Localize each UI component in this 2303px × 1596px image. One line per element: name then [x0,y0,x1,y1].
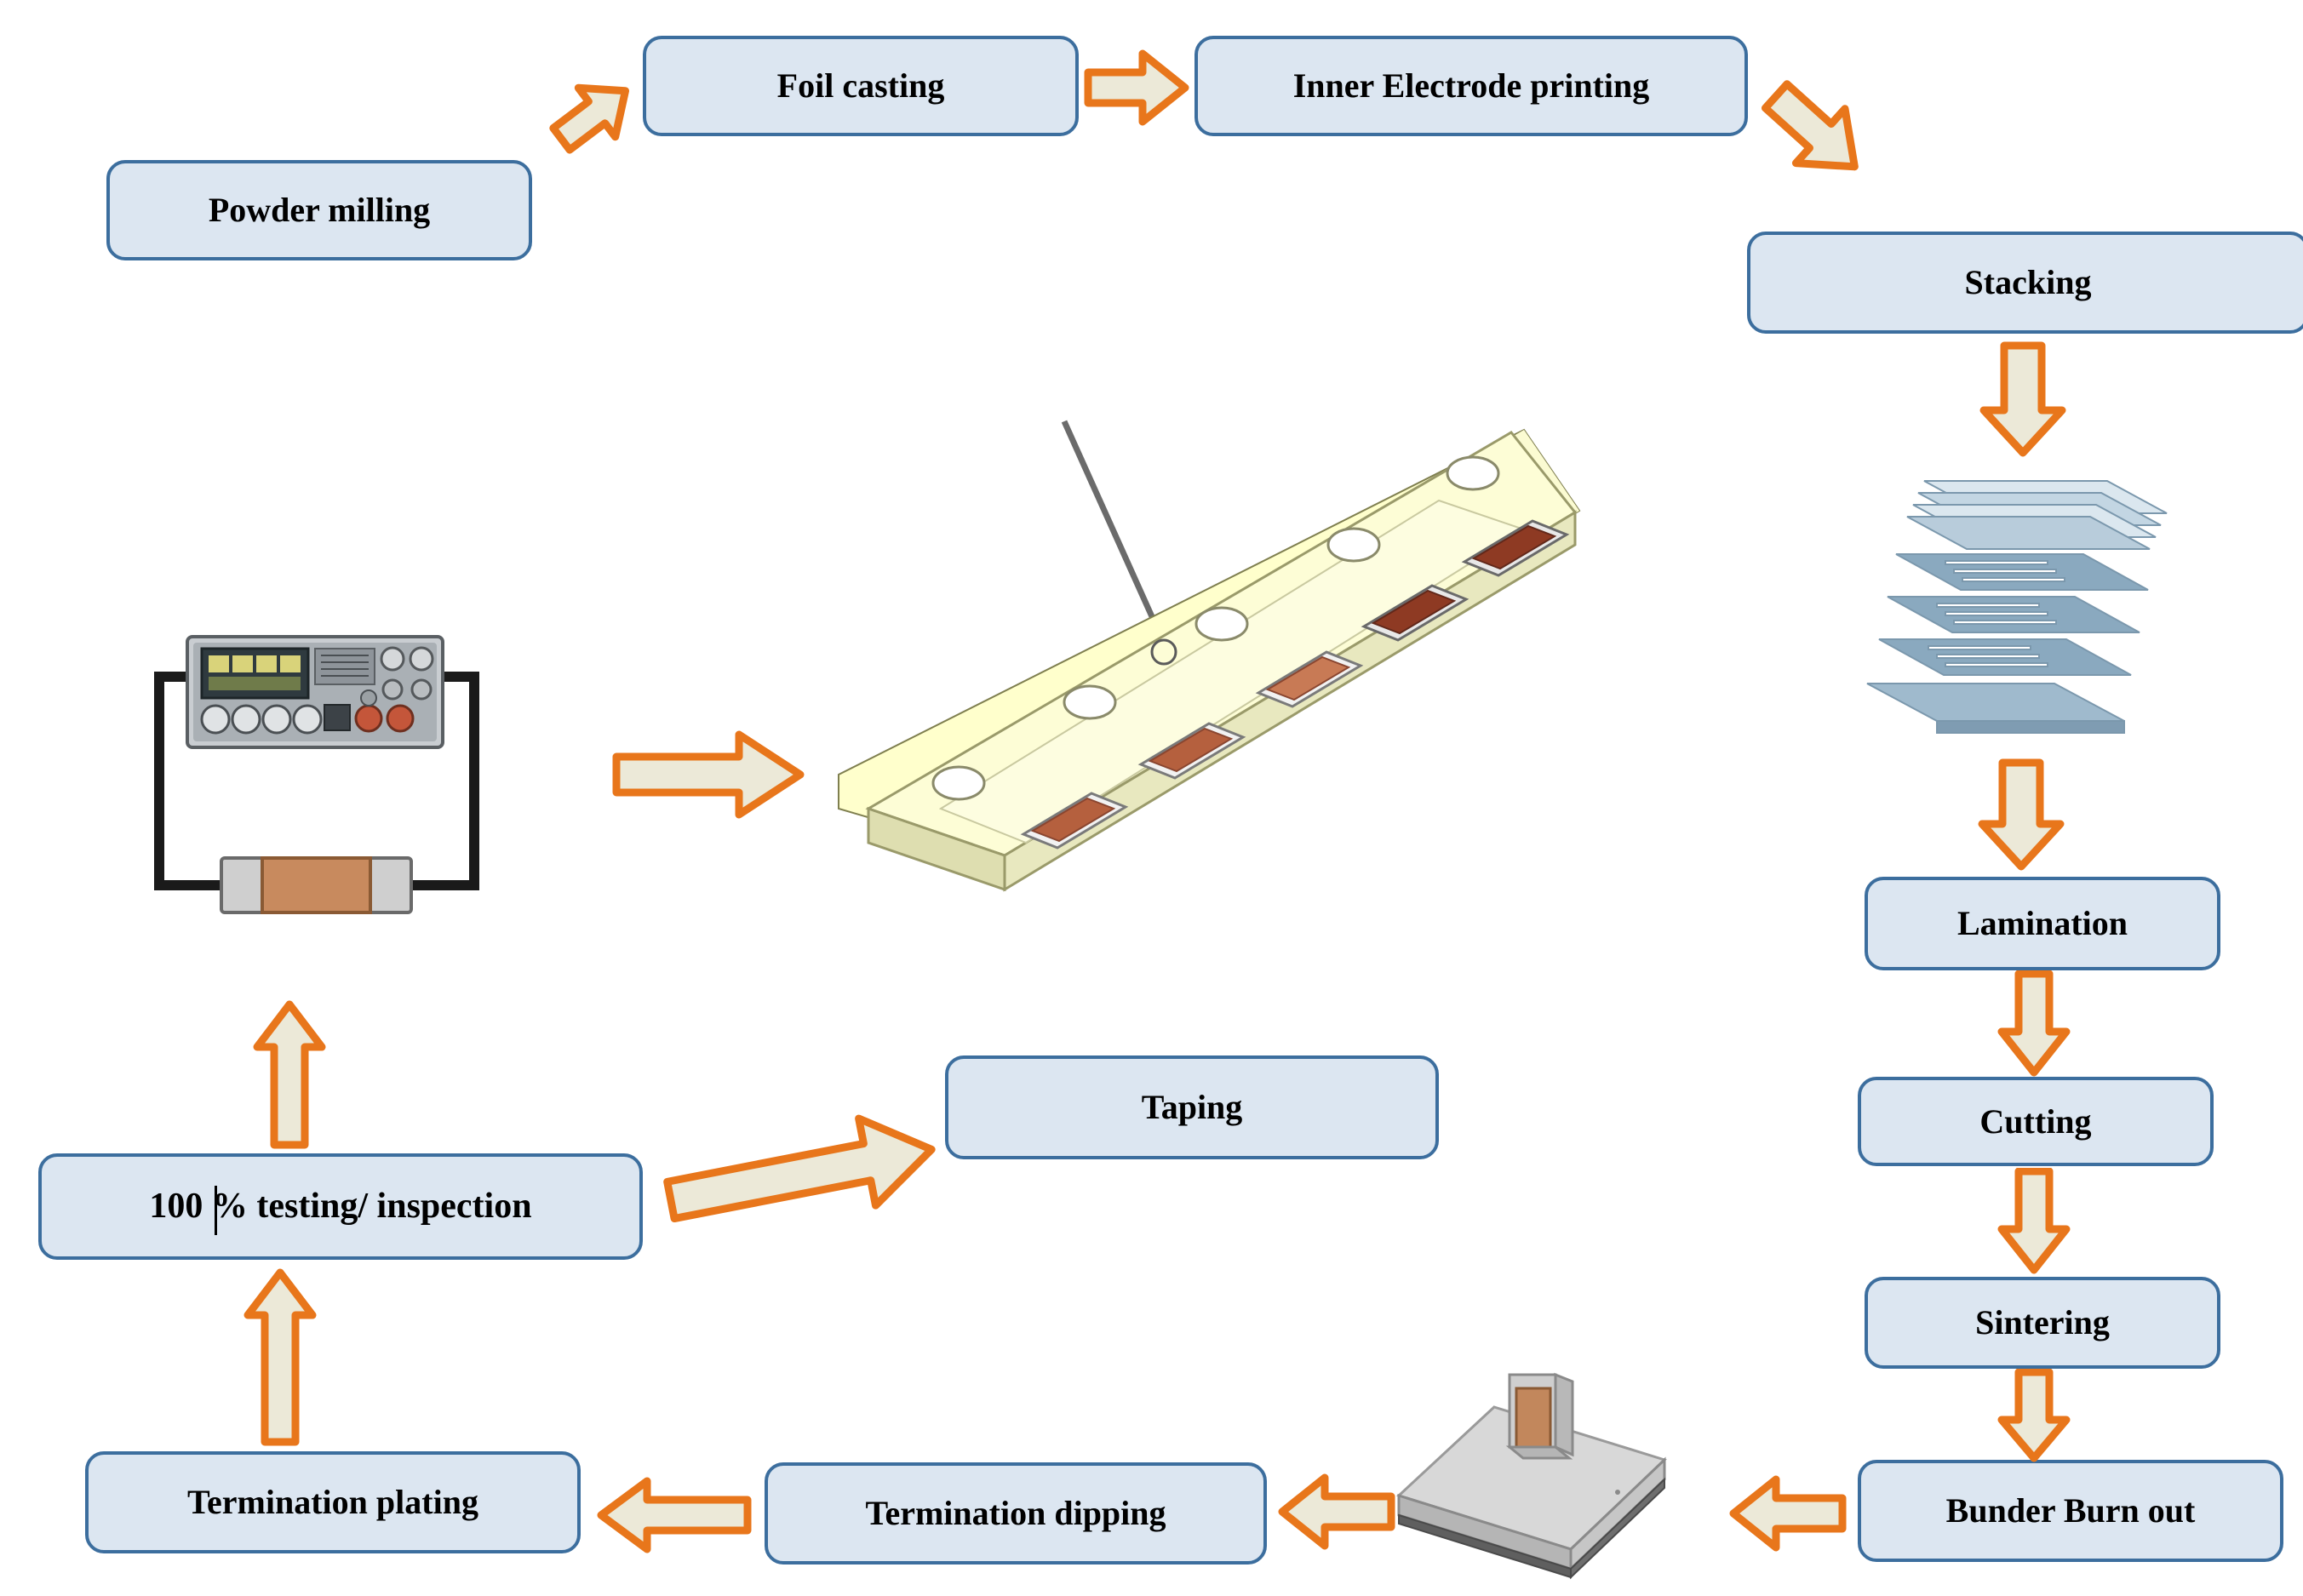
node-termination-plating[interactable]: Termination plating [85,1451,581,1553]
node-label: Inner Electrode printing [1292,66,1650,105]
arrow-testing-to-taping [660,1107,945,1243]
node-inner-electrode-printing[interactable]: Inner Electrode printing [1194,36,1748,136]
node-cutting[interactable]: Cutting [1858,1077,2214,1166]
node-taping[interactable]: Taping [945,1055,1439,1159]
node-lamination[interactable]: Lamination [1865,877,2220,970]
arrow-powder-to-foil [545,64,643,166]
node-label: Powder milling [208,191,431,229]
arrow-lamination-to-cutting [1997,970,2071,1077]
arrow-plating-to-testing [243,1268,318,1447]
arrow-testing-to-meter [252,1000,327,1149]
node-label: Foil casting [776,66,945,105]
node-label: 100 % testing/ inspection [149,1187,532,1227]
arrow-stacking-to-sheets [1977,340,2069,460]
node-powder-milling[interactable]: Powder milling [106,160,532,260]
node-termination-dipping[interactable]: Termination dipping [765,1462,1267,1565]
node-label: Stacking [1964,263,2092,301]
arrow-dipping-to-plating [596,1474,753,1556]
node-sintering[interactable]: Sintering [1865,1277,2220,1369]
text-cursor [215,1186,217,1235]
node-label: Termination dipping [865,1494,1166,1532]
node-label: Termination plating [187,1483,478,1521]
arrow-sintering-to-burnout [1997,1369,2071,1462]
arrow-electrode-to-stacking [1752,68,1880,196]
image-lcr-meter-measuring-capacitor [140,630,507,936]
arrow-foil-to-electrode [1083,47,1192,129]
image-tape-reel-with-capacitors [792,409,1584,936]
node-label: Cutting [1979,1101,2092,1141]
arrow-tray-to-dipping [1277,1471,1396,1553]
image-binder-burnout-tray [1358,1366,1716,1596]
arrow-cutting-to-sintering [1997,1168,2071,1274]
arrow-sheets-to-lamination [1975,758,2067,872]
node-label: Sintering [1975,1303,2110,1341]
node-label: Bunder Burn out [1945,1491,2196,1530]
node-stacking[interactable]: Stacking [1747,232,2303,334]
arrow-meter-to-tape-reel [611,728,807,821]
node-bunder-burn-out[interactable]: Bunder Burn out [1858,1460,2283,1562]
node-label: Lamination [1956,904,2128,942]
node-testing-inspection[interactable]: 100 % testing/ inspection [38,1153,643,1260]
node-label: Taping [1141,1088,1243,1126]
image-stacked-green-sheets [1818,472,2218,753]
arrow-burnout-to-tray [1728,1473,1848,1554]
node-foil-casting[interactable]: Foil casting [643,36,1079,136]
